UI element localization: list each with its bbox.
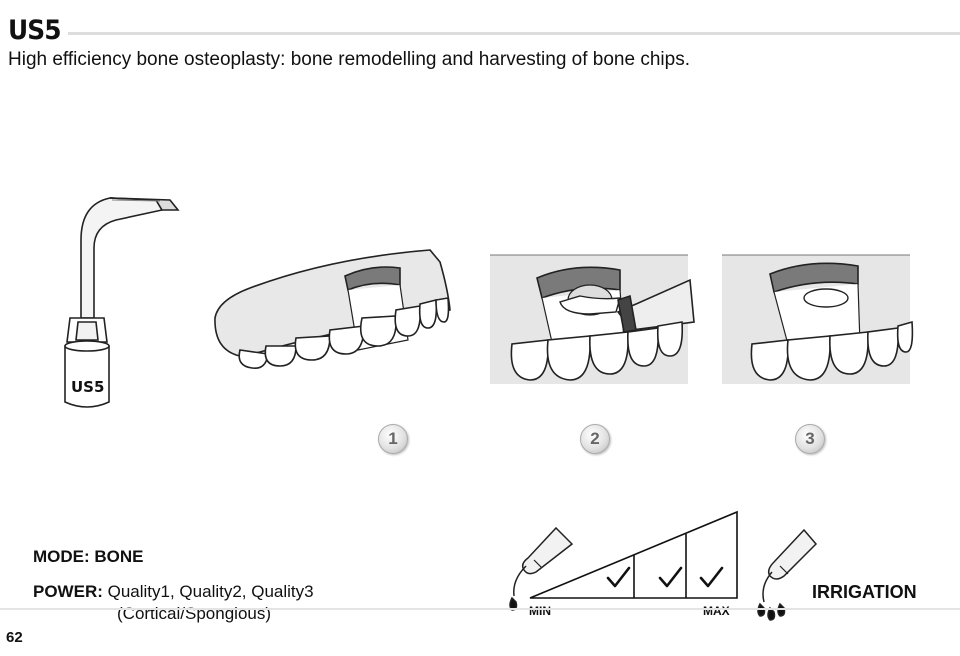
check-icon xyxy=(606,566,631,588)
mode-label: MODE: BONE xyxy=(33,547,144,566)
power-sub: (Cortical/Spongious) xyxy=(117,604,272,623)
step-3-illustration xyxy=(722,254,914,384)
check-icon xyxy=(699,566,724,588)
handpiece-min-illustration xyxy=(509,526,574,611)
power-line: POWER: Quality1, Quality2, Quality3 xyxy=(33,582,314,602)
irrigation-label: IRRIGATION xyxy=(812,582,917,602)
handpiece-max-illustration xyxy=(757,528,818,621)
tool-label: US5 xyxy=(71,378,104,396)
power-level-checks xyxy=(606,566,724,588)
step-1-badge: 1 xyxy=(378,424,408,454)
power-label: POWER: xyxy=(33,582,103,601)
check-icon xyxy=(658,566,683,588)
scale-max-label: MAX xyxy=(703,604,730,618)
page-title: US5 xyxy=(8,15,62,46)
page-number: 62 xyxy=(6,629,23,646)
step-2-badge: 2 xyxy=(580,424,610,454)
us5-tool-illustration xyxy=(64,197,180,408)
power-scale xyxy=(529,510,738,599)
step-1-illustration xyxy=(214,249,451,370)
power-value: Quality1, Quality2, Quality3 xyxy=(107,582,314,601)
page-subtitle: High efficiency bone osteoplasty: bone r… xyxy=(8,49,690,70)
step-3-badge: 3 xyxy=(795,424,825,454)
step-2-illustration xyxy=(490,254,695,384)
footer-divider xyxy=(0,608,960,610)
scale-min-label: MIN xyxy=(529,604,551,618)
title-divider xyxy=(68,32,960,35)
